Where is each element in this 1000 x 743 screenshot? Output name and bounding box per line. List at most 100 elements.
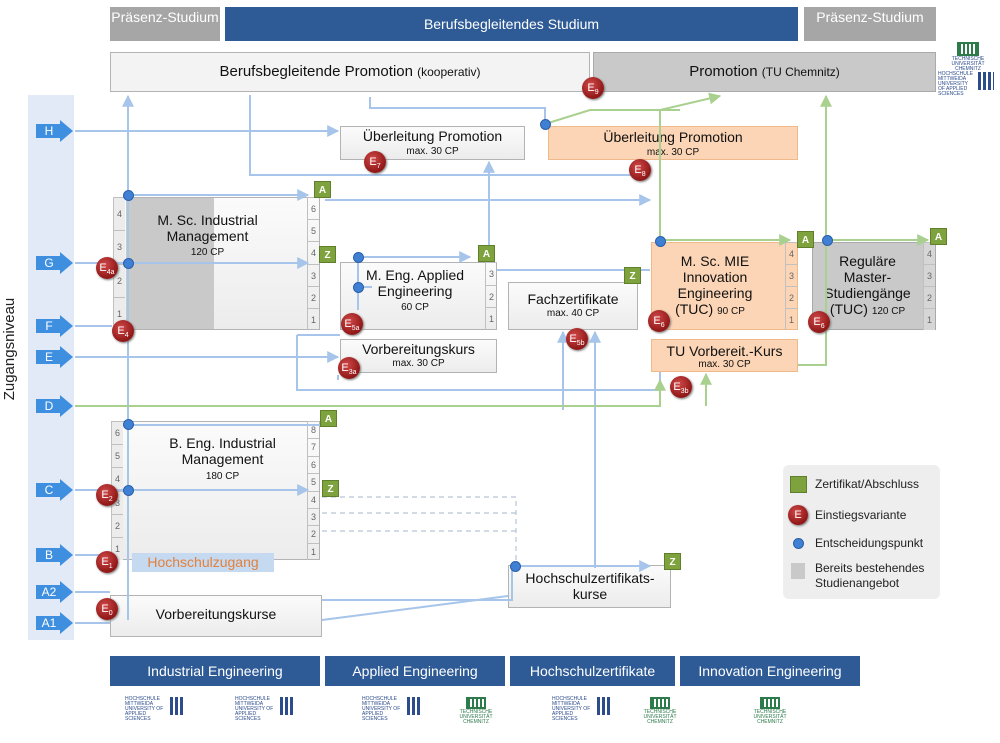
fachzertifikate-cp: max. 40 CP	[546, 308, 600, 319]
program-innovation-engineering: Innovation Engineering	[680, 656, 860, 686]
semester-cell: 6	[308, 455, 319, 473]
semester-cell: 4	[308, 241, 319, 263]
legend-zertifikat-icon	[790, 476, 807, 493]
promotion-kooperativ-title: Berufsbegleitende Promotion (kooperativ)	[219, 63, 481, 80]
mittweida-logo: HOCHSCHULE MITTWEIDA UNIVERSITY OF APPLI…	[125, 697, 183, 722]
badge-z-msc-im: Z	[319, 246, 336, 263]
semester-cell: 5	[308, 219, 319, 241]
semester-cell: 4	[114, 197, 125, 230]
entry-e0: E0	[96, 598, 118, 620]
badge-z-fachzert: Z	[624, 267, 641, 284]
level-b: B	[36, 544, 74, 566]
ueberleitung-right-title: Überleitung Promotion	[603, 129, 743, 145]
beng-cp: 180 CP	[205, 471, 240, 482]
badge-z-hs-kurse: Z	[664, 553, 681, 570]
level-c: C	[36, 479, 74, 501]
legend-bereits-label: Bereits bestehendes Studienangebot	[815, 561, 925, 590]
entry-e4a: E4a	[96, 257, 118, 279]
semester-cell: 4	[924, 242, 935, 264]
entry-e8: E8	[629, 159, 651, 181]
msc-im-title: M. Sc. Industrial Management	[157, 212, 258, 244]
decision-point	[655, 236, 666, 247]
entry-e6-regulaere: E6	[808, 311, 830, 333]
program-industrial-engineering: Industrial Engineering	[110, 656, 320, 686]
ueberleitung-right-box	[548, 126, 798, 160]
semester-cell: 3	[308, 507, 319, 525]
msc-im-cp: 120 CP	[190, 247, 225, 258]
semester-cell: 2	[786, 286, 797, 308]
semester-cell: 2	[112, 513, 123, 537]
legend-zertifikat-label: Zertifikat/Abschluss	[815, 477, 920, 491]
entry-e3b: E3b	[670, 376, 692, 398]
decision-point	[540, 119, 551, 130]
tu-vorbereitungskurs-title: TU Vorbereit.-Kurs	[666, 343, 783, 359]
badge-a-mie: A	[797, 231, 814, 248]
legend-einstieg-icon: E	[788, 505, 808, 525]
program-hochschulzertifikate: Hochschulzertifikate	[510, 656, 675, 686]
semester-cell: 2	[486, 284, 497, 308]
semester-cell: 4	[786, 242, 797, 264]
entry-e6-mie: E6	[648, 310, 670, 332]
meng-title: M. Eng. Applied Engineering	[365, 267, 465, 299]
semester-cell: 1	[308, 307, 319, 330]
ueberleitung-left-cp: max. 30 CP	[406, 146, 459, 157]
entry-e2: E2	[96, 484, 118, 506]
level-a1: A1	[36, 612, 74, 634]
semester-cell: 6	[308, 197, 319, 219]
vorbereitungskurs-title: Vorbereitungskurs	[362, 341, 475, 357]
badge-a-msc-im: A	[314, 181, 331, 198]
level-d: D	[36, 395, 74, 417]
msc-mie-box	[651, 242, 798, 330]
semester-cell: 3	[114, 230, 125, 263]
tuc-logo-top: TECHNISCHE UNIVERSITÄT CHEMNITZ	[944, 42, 992, 72]
promotion-tuc-title: Promotion (TU Chemnitz)	[689, 63, 840, 80]
mie-title: M. Sc. MIE Innovation Engineering	[677, 253, 753, 301]
legend-bereits-icon	[791, 563, 805, 579]
regulaere-suffix: (TUC) 120 CP	[829, 301, 906, 317]
entry-e9: E9	[582, 77, 604, 99]
tuc-logo: TECHNISCHE UNIVERSITÄT CHEMNITZ	[452, 697, 500, 725]
semester-cell: 1	[786, 308, 797, 330]
regulaere-master-box	[812, 242, 936, 330]
legend-entscheidung-icon	[793, 538, 804, 549]
legend-einstieg-label: Einstiegsvariante	[815, 508, 907, 522]
entry-e5a: E5a	[341, 313, 363, 335]
vorbereitungskurs-box	[340, 339, 497, 373]
decision-point	[510, 561, 521, 572]
entry-e1: E1	[96, 551, 118, 573]
decision-point	[123, 485, 134, 496]
semester-cell: 3	[924, 264, 935, 286]
level-f: F	[36, 315, 74, 337]
tu-vorbereitungskurs-box	[651, 339, 798, 372]
semester-cell: 1	[112, 536, 123, 560]
tu-vorbereitungskurs-cp: max. 30 CP	[698, 359, 751, 370]
mittweida-logo-top: HOCHSCHULE MITTWEIDA UNIVERSITY OF APPLI…	[938, 72, 994, 97]
badge-a-regulaere: A	[930, 228, 947, 245]
semester-cell: 1	[114, 296, 125, 330]
semester-cell: 3	[786, 264, 797, 286]
decision-point	[353, 282, 364, 293]
header-berufsbegleitend: Berufsbegleitendes Studium	[225, 7, 798, 41]
tuc-logo: TECHNISCHE UNIVERSITÄT CHEMNITZ	[636, 697, 684, 725]
level-e: E	[36, 346, 74, 368]
ueberleitung-right-cp: max. 30 CP	[646, 147, 700, 158]
level-g: G	[36, 252, 74, 274]
mittweida-logo: HOCHSCHULE MITTWEIDA UNIVERSITY OF APPLI…	[235, 697, 293, 722]
mie-suffix: (TUC) 90 CP	[675, 301, 745, 317]
entry-e4: E4	[112, 320, 134, 342]
program-applied-engineering: Applied Engineering	[325, 656, 505, 686]
semester-cell: 4	[308, 490, 319, 508]
meng-cp: 60 CP	[401, 302, 429, 313]
decision-point	[123, 419, 134, 430]
semester-cell: 6	[112, 421, 123, 444]
beng-title: B. Eng. Industrial Management	[169, 435, 276, 467]
hochschulzugang-label: Hochschulzugang	[132, 553, 274, 572]
semester-cell: 3	[486, 262, 497, 285]
badge-a-meng: A	[478, 245, 495, 262]
semester-cell: 7	[308, 438, 319, 455]
